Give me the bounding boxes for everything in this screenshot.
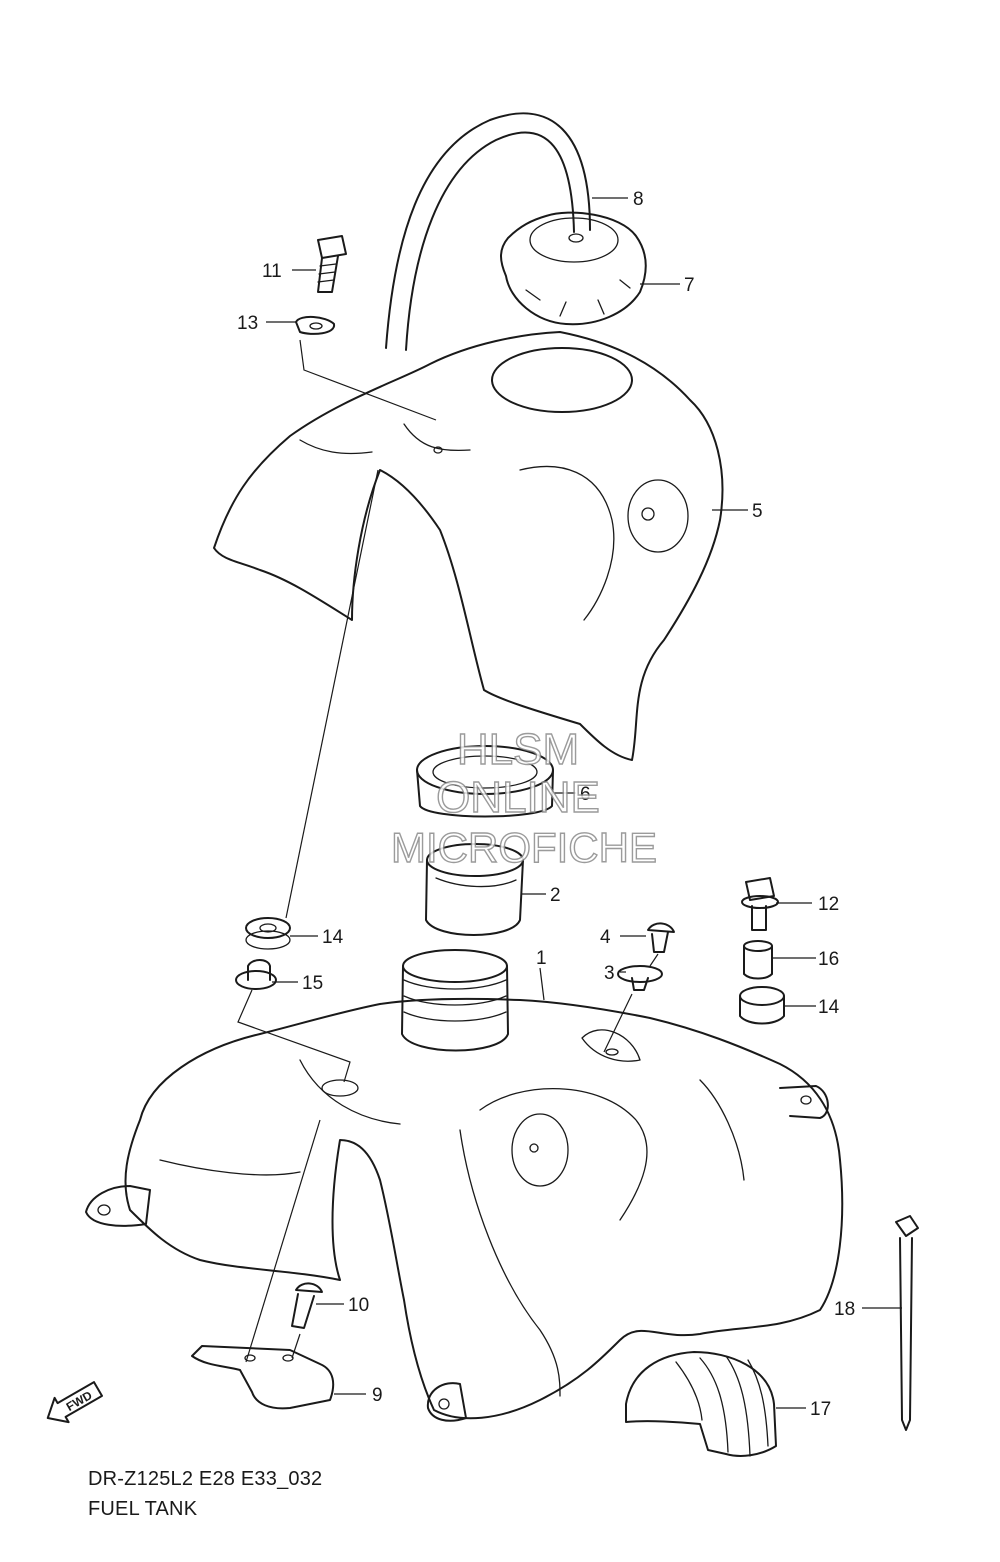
collar-15 bbox=[235, 959, 277, 990]
grommet-14a bbox=[245, 917, 291, 950]
screw-10 bbox=[291, 1282, 323, 1329]
breather-hose bbox=[385, 112, 591, 351]
callout-13: 13 bbox=[237, 313, 258, 334]
callout-12: 12 bbox=[818, 894, 839, 915]
callout-6: 6 bbox=[580, 784, 591, 805]
cable-tie-18 bbox=[895, 1215, 919, 1431]
callout-17: 17 bbox=[810, 1399, 831, 1420]
filler-neck bbox=[425, 843, 524, 936]
callout-2: 2 bbox=[550, 885, 561, 906]
watermark: HLSM ONLINE MICROFICHE bbox=[390, 724, 657, 871]
callout-15: 15 bbox=[302, 973, 323, 994]
callout-leaders bbox=[266, 197, 902, 1409]
callout-14-right: 14 bbox=[818, 997, 840, 1018]
callout-1: 1 bbox=[536, 948, 547, 969]
fuel-tank bbox=[85, 949, 844, 1422]
washer-13 bbox=[295, 316, 335, 335]
watermark-line-1: HLSM bbox=[457, 725, 579, 774]
protector-17 bbox=[625, 1351, 777, 1457]
watermark-line-2: ONLINE bbox=[436, 773, 600, 822]
callout-18: 18 bbox=[834, 1299, 855, 1320]
callout-16: 16 bbox=[818, 949, 839, 970]
bracket-9 bbox=[191, 1345, 335, 1410]
seal-ring bbox=[416, 745, 554, 818]
tank-cover bbox=[213, 331, 724, 761]
fwd-arrow: FWD bbox=[46, 1381, 103, 1424]
callout-9: 9 bbox=[372, 1385, 383, 1406]
bolt-12 bbox=[741, 877, 779, 931]
callout-14-left: 14 bbox=[322, 927, 344, 948]
collar-3 bbox=[617, 965, 663, 991]
diagram-title: FUEL TANK bbox=[88, 1498, 198, 1520]
bolt-11 bbox=[317, 235, 347, 293]
fuel-cap bbox=[500, 211, 647, 326]
callout-8: 8 bbox=[633, 189, 644, 210]
callout-5: 5 bbox=[752, 501, 763, 522]
screw-4 bbox=[647, 922, 675, 953]
watermark-line-3: MICROFICHE bbox=[391, 824, 657, 871]
assembly-lines bbox=[237, 339, 659, 1363]
callout-3: 3 bbox=[604, 963, 615, 984]
spacer-16 bbox=[743, 940, 773, 980]
callout-4: 4 bbox=[600, 927, 611, 948]
callout-7: 7 bbox=[684, 275, 695, 296]
callout-10: 10 bbox=[348, 1295, 369, 1316]
grommet-14b bbox=[739, 986, 785, 1025]
model-code: DR-Z125L2 E28 E33_032 bbox=[88, 1468, 323, 1490]
callout-11: 11 bbox=[262, 261, 282, 282]
callout-labels: 8 7 11 13 5 6 2 1 4 3 12 16 14 14 15 10 … bbox=[237, 189, 855, 1420]
